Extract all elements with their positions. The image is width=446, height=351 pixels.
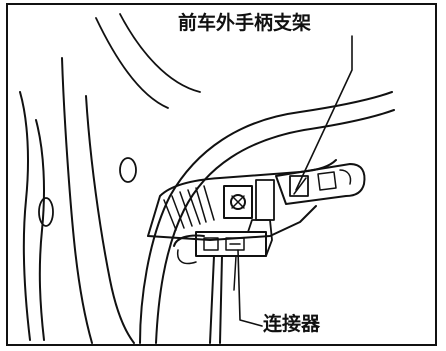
diagram-frame [6, 3, 437, 346]
door-opening-edge [139, 91, 395, 344]
front-handle-bracket-label: 前车外手柄支架 [178, 12, 312, 34]
connector-assembly [173, 219, 273, 344]
leader-lines [237, 35, 353, 327]
handle-bracket-assembly [147, 159, 366, 241]
connector-label: 连接器 [263, 313, 321, 335]
leader-to-connector [237, 249, 263, 327]
leader-to-bracket [295, 35, 353, 191]
door-panel-contours [19, 13, 201, 344]
